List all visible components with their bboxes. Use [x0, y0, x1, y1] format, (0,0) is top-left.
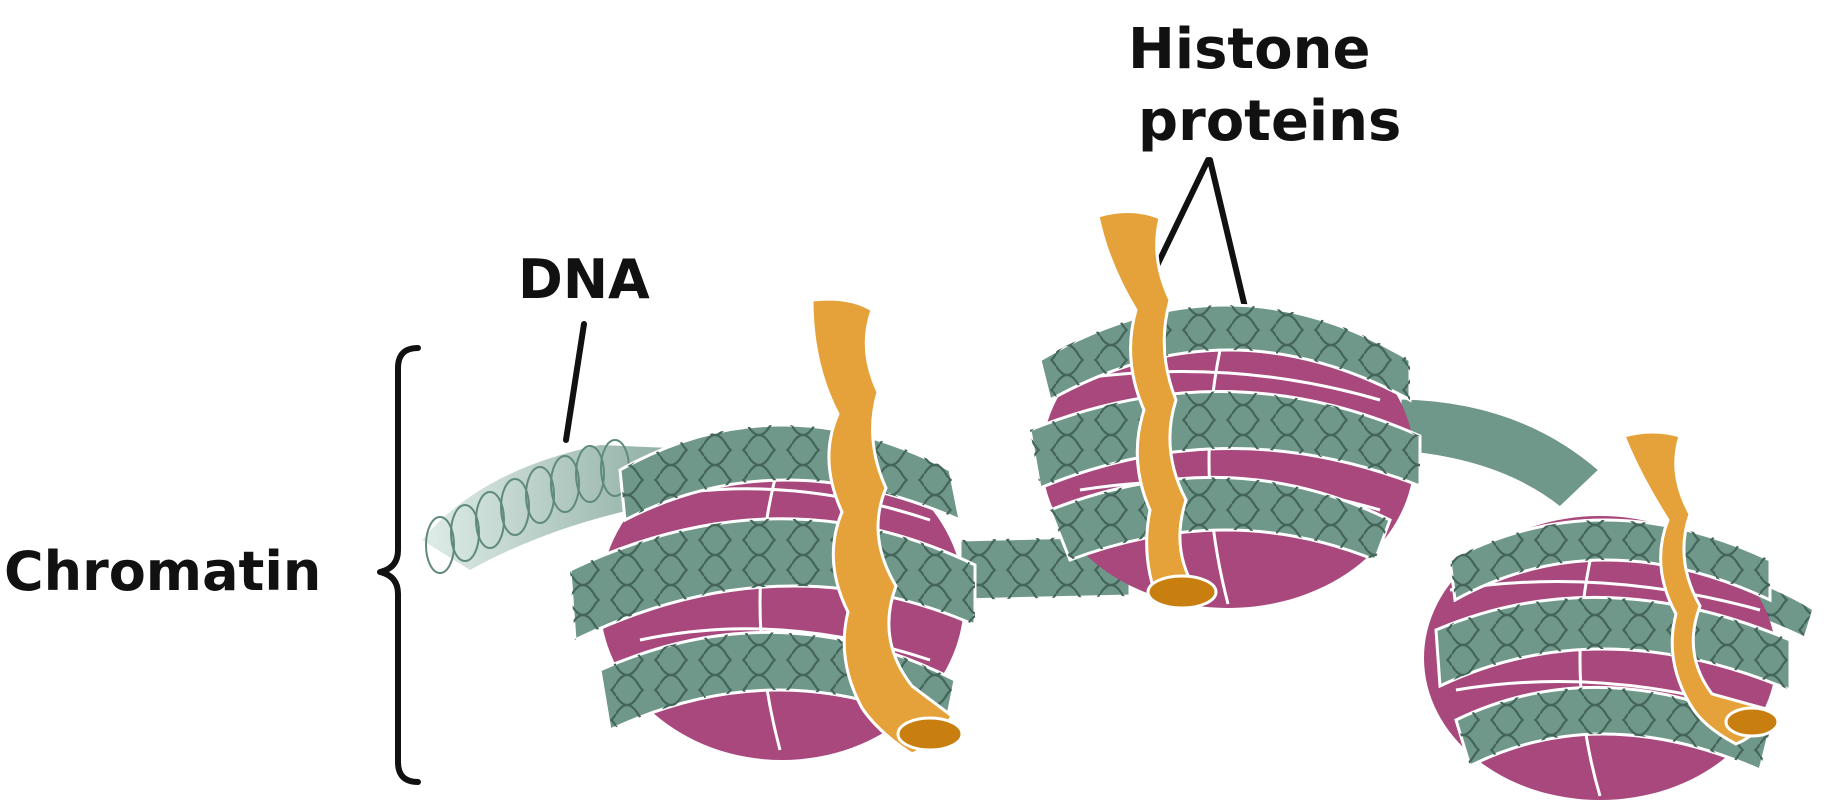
dna-wrap [570, 425, 975, 730]
nucleosome-2 [1030, 211, 1420, 608]
dna-leader-line [566, 324, 584, 440]
histone-label-line2: proteins [1138, 89, 1401, 154]
dna-wrap [1030, 305, 1420, 560]
histone-label-line1: Histone [1128, 17, 1370, 82]
nucleosome-3 [1424, 432, 1790, 800]
chromatin-label: Chromatin [4, 540, 321, 603]
nucleosome-1 [570, 299, 975, 760]
dna-label: DNA [518, 248, 650, 311]
chromatin-bracket [380, 348, 418, 782]
